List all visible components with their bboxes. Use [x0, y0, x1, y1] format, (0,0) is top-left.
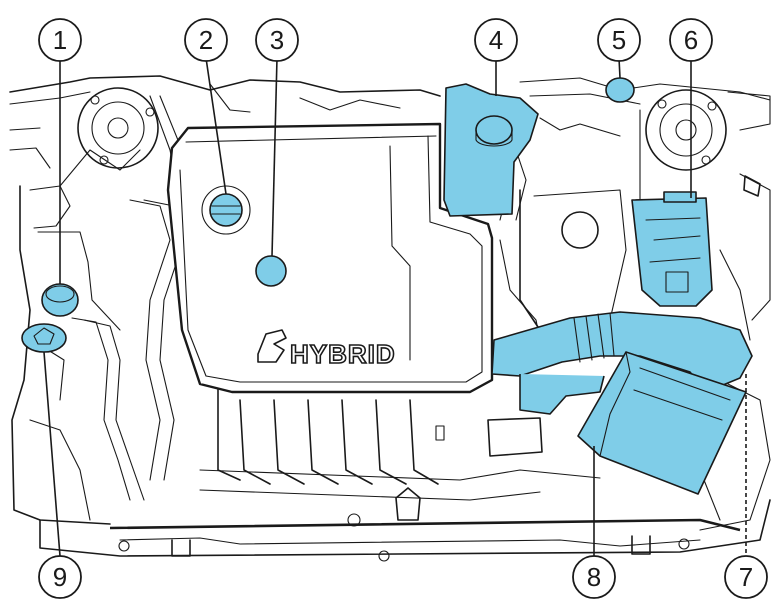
- callout-4: 4: [475, 19, 517, 61]
- engine-cover: HYBRID: [168, 124, 492, 392]
- component-1-brake-fluid-cap: [42, 284, 78, 316]
- callout-9: 9: [39, 556, 81, 598]
- component-3-oil-dipstick: [256, 256, 286, 286]
- callout-3-label: 3: [270, 25, 284, 55]
- callout-8-label: 8: [587, 562, 601, 592]
- callout-4-label: 4: [489, 25, 503, 55]
- component-6-fuse-box: [632, 192, 712, 306]
- callout-5: 5: [598, 19, 640, 61]
- component-5-reservoir-cap: [606, 78, 634, 102]
- callout-2: 2: [185, 19, 227, 61]
- callout-9-label: 9: [53, 562, 67, 592]
- callout-1: 1: [39, 19, 81, 61]
- callout-6-label: 6: [684, 25, 698, 55]
- callout-2-label: 2: [199, 25, 213, 55]
- callout-1-label: 1: [53, 25, 67, 55]
- callout-3: 3: [256, 19, 298, 61]
- component-9-washer-fluid-cap: [22, 324, 66, 352]
- callout-8: 8: [573, 556, 615, 598]
- component-4-coolant-tank: [444, 84, 538, 216]
- hybrid-logo-text: HYBRID: [290, 339, 396, 369]
- callout-5-label: 5: [612, 25, 626, 55]
- callout-6: 6: [670, 19, 712, 61]
- callout-7-label: 7: [739, 562, 753, 592]
- callout-7: 7: [725, 556, 767, 598]
